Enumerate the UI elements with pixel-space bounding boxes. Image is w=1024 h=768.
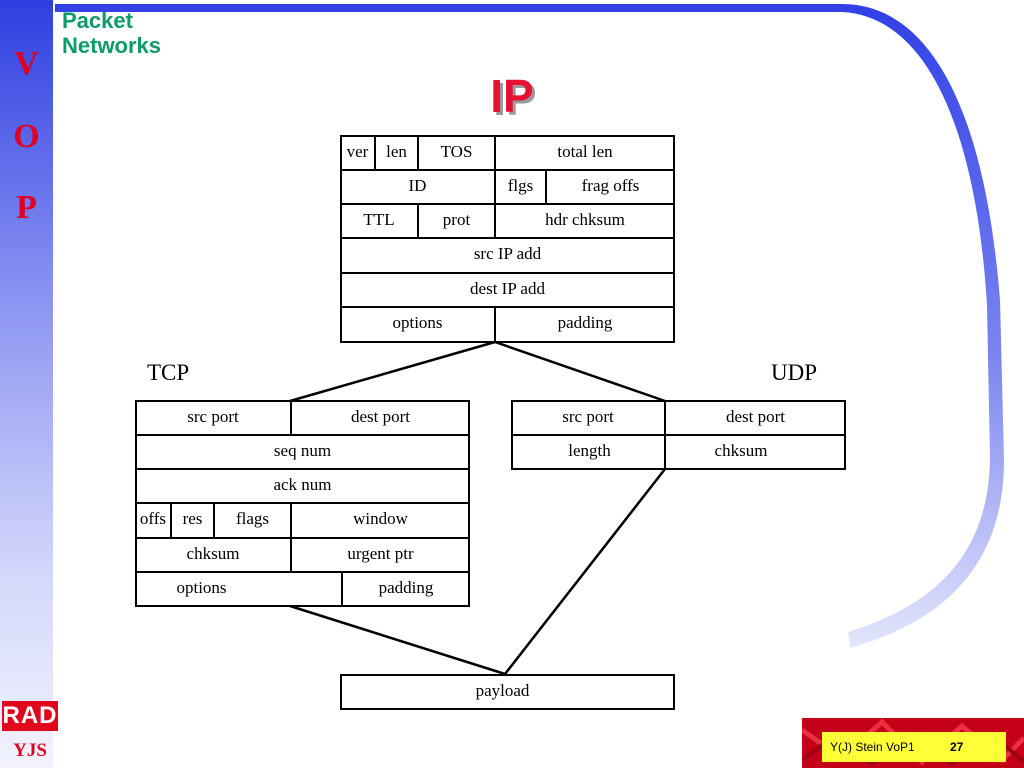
ip-field-total-length: total len xyxy=(557,142,613,161)
tcp-field-checksum: chksum xyxy=(186,544,240,563)
tcp-col-divider xyxy=(290,400,292,435)
sidebar-letter-v: V xyxy=(14,45,39,82)
ip-field-version: ver xyxy=(346,142,369,161)
author-initials: YJS xyxy=(13,740,47,761)
rad-logo: RAD xyxy=(2,701,58,731)
page-title: IP xyxy=(490,70,534,122)
tcp-field-destination-port: dest port xyxy=(350,407,411,426)
ip-field-destination-address: dest IP add xyxy=(470,279,545,298)
ip-row-divider xyxy=(340,237,675,239)
ip-field-ttl: TTL xyxy=(363,210,395,229)
tcp-field-urgent-pointer: urgent ptr xyxy=(347,544,414,563)
tcp-field-data-offset: offs xyxy=(139,509,167,528)
sidebar-gradient xyxy=(0,0,53,768)
page-number: 27 xyxy=(950,740,964,754)
tcp-row-divider xyxy=(135,434,470,436)
tcp-col-divider xyxy=(213,502,215,538)
tcp-to-payload-line xyxy=(289,604,506,676)
udp-field-destination-port: dest port xyxy=(725,407,786,426)
tcp-row-divider xyxy=(135,468,470,470)
ip-field-header-length: len xyxy=(386,142,407,161)
ip-col-divider xyxy=(417,203,419,238)
tcp-label: TCP xyxy=(147,360,190,385)
tcp-field-reserved: res xyxy=(182,509,203,528)
ip-col-divider xyxy=(417,135,419,170)
sidebar-letter-o: O xyxy=(13,118,40,155)
tcp-col-divider xyxy=(290,502,292,572)
payload-label: payload xyxy=(475,681,530,700)
tcp-field-source-port: src port xyxy=(187,407,239,426)
tcp-field-options: options xyxy=(176,578,227,597)
udp-col-divider xyxy=(664,400,666,470)
ip-col-divider xyxy=(494,306,496,343)
tcp-field-padding: padding xyxy=(378,578,434,597)
section-title-line-1: Packet xyxy=(62,8,133,33)
tcp-field-flags: flags xyxy=(235,509,270,528)
tcp-row-divider xyxy=(135,502,470,504)
ip-col-divider xyxy=(374,135,376,170)
ip-row-divider xyxy=(340,306,675,308)
udp-to-payload-line xyxy=(504,468,666,675)
sidebar-letter-p: P xyxy=(16,189,37,226)
ip-field-fragment-offset: frag offs xyxy=(581,176,640,195)
tcp-row-divider xyxy=(135,571,470,573)
tcp-field-ack-number: ack num xyxy=(273,475,332,494)
ip-row-divider xyxy=(340,272,675,274)
ip-to-udp-line xyxy=(494,340,666,403)
ip-field-tos: TOS xyxy=(440,142,473,161)
ip-field-source-address: src IP add xyxy=(473,244,542,263)
section-title: Packet Networks xyxy=(62,8,161,58)
tcp-field-window: window xyxy=(353,509,408,528)
ip-field-flags: flgs xyxy=(507,176,534,195)
tcp-col-divider xyxy=(341,571,343,607)
udp-field-source-port: src port xyxy=(562,407,614,426)
ip-col-divider xyxy=(545,169,547,204)
payload-box xyxy=(340,674,675,710)
tcp-field-sequence-number: seq num xyxy=(273,441,332,460)
ip-row-divider xyxy=(340,169,675,171)
ip-field-protocol: prot xyxy=(442,210,471,229)
ip-field-padding: padding xyxy=(557,313,613,332)
ip-field-header-checksum: hdr chksum xyxy=(545,210,625,229)
ip-field-options: options xyxy=(392,313,443,332)
ip-to-tcp-line xyxy=(289,340,496,403)
tcp-row-divider xyxy=(135,537,470,539)
ip-row-divider xyxy=(340,203,675,205)
ip-field-id: ID xyxy=(408,176,427,195)
udp-label: UDP xyxy=(771,360,818,385)
udp-field-checksum: chksum xyxy=(714,441,768,460)
udp-row-divider xyxy=(511,434,846,436)
tcp-col-divider xyxy=(170,502,172,538)
udp-field-length: length xyxy=(568,441,611,460)
section-title-line-2: Networks xyxy=(62,33,162,58)
footer-text: Y(J) Stein VoP1 xyxy=(830,740,915,754)
footer-box: Y(J) Stein VoP1 27 xyxy=(822,732,1006,762)
ip-col-divider xyxy=(494,135,496,238)
